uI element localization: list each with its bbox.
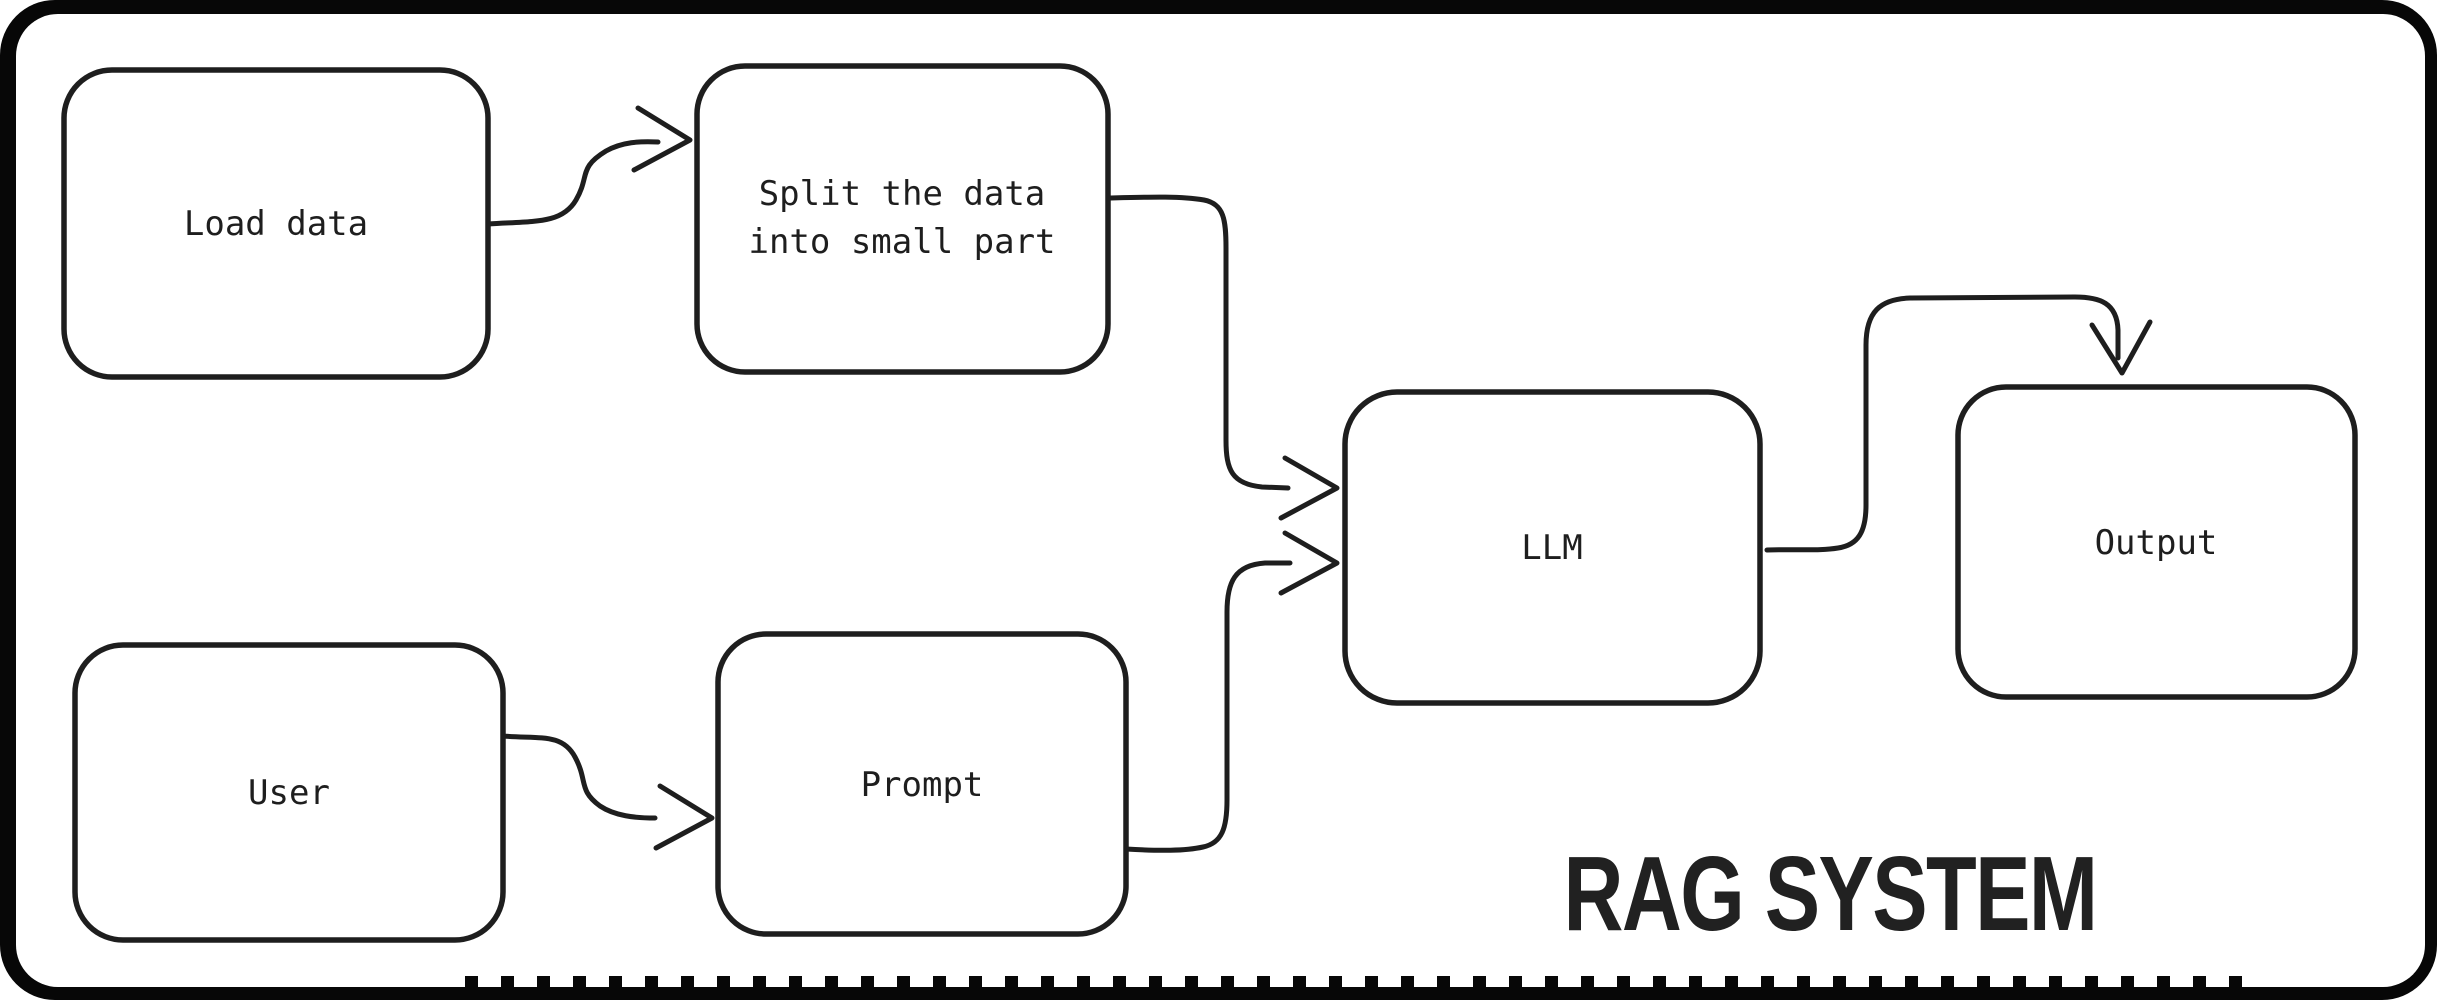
node-split-box (694, 63, 1111, 375)
node-output-box (1955, 384, 2358, 700)
node-user: User (72, 642, 506, 943)
arrowhead-right-icon (1278, 455, 1340, 521)
diagram-title: RAG SYSTEM (1564, 835, 2097, 953)
edge-llm-to-output (1764, 294, 2121, 553)
canvas-background (16, 14, 2425, 987)
node-split-label-line2: into small part (748, 222, 1055, 262)
node-load-data: Load data (61, 67, 491, 380)
edge-split-to-llm (1105, 194, 1291, 491)
node-load-data-label: Load data (184, 204, 368, 244)
edges (485, 105, 2153, 853)
edge-user-to-prompt (500, 733, 658, 821)
node-prompt-label: Prompt (861, 765, 984, 805)
frame-bottom-teeth (465, 976, 2245, 987)
node-load-data-box (61, 67, 491, 380)
node-output: Output (1955, 384, 2358, 700)
node-split-label-line1: Split the data (759, 174, 1046, 214)
nodes: Load data Split the data into small part… (61, 63, 2358, 943)
node-user-box (72, 642, 506, 943)
node-user-label: User (248, 773, 330, 813)
node-llm-box (1342, 389, 1763, 706)
arrowhead-right-icon (653, 783, 715, 851)
edge-load-data-to-split (485, 139, 661, 227)
arrowhead-right-icon (1278, 530, 1340, 596)
arrowhead-right-icon (631, 105, 693, 173)
node-llm-label: LLM (1521, 528, 1582, 568)
node-llm: LLM (1342, 389, 1763, 706)
arrowhead-down-icon (2089, 319, 2153, 376)
edge-prompt-to-llm (1123, 560, 1293, 853)
node-prompt-box (715, 631, 1129, 937)
node-output-label: Output (2095, 523, 2218, 563)
node-split: Split the data into small part (694, 63, 1111, 375)
node-prompt: Prompt (715, 631, 1129, 937)
